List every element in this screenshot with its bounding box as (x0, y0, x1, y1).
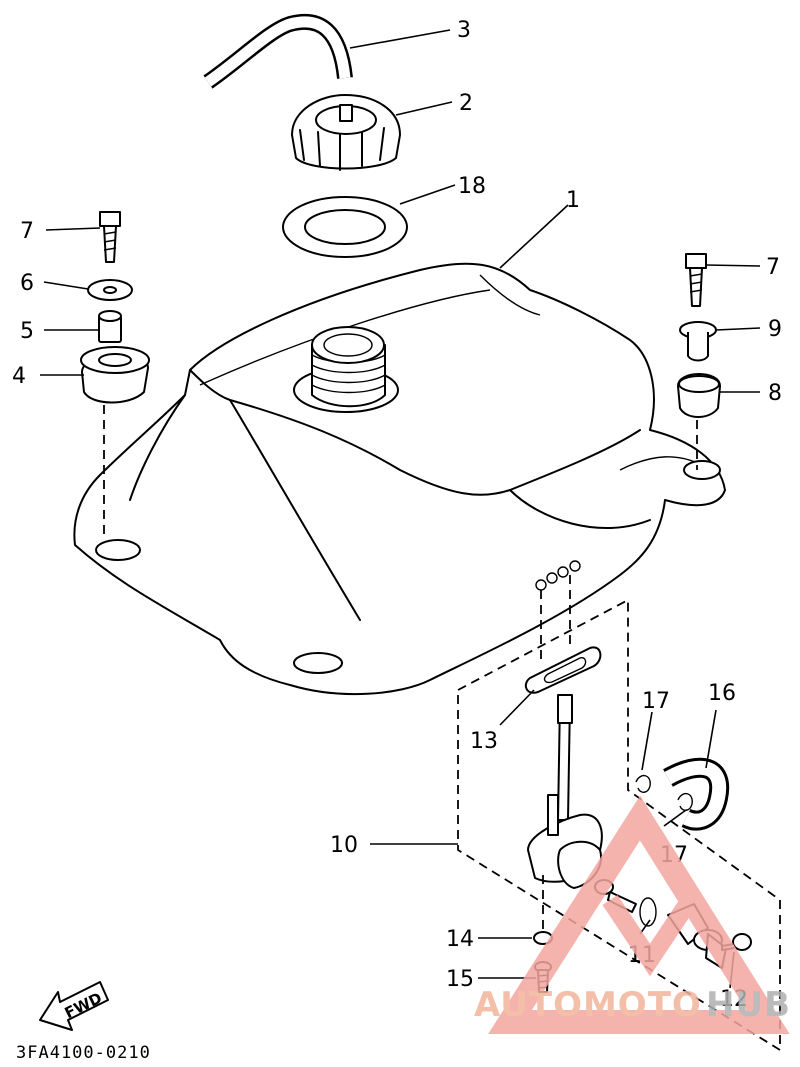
watermark-triangle (488, 795, 790, 1034)
watermark-text-automoto: AUTOMOTO (474, 985, 702, 1025)
callout-14: 14 (446, 927, 474, 952)
watermark-triangle-inner (602, 895, 698, 977)
fuel-tank (73, 262, 726, 696)
callout-10: 10 (330, 833, 358, 858)
callout-13: 13 (470, 729, 498, 754)
callout-17-top: 17 (642, 689, 670, 714)
watermark-text-hub: HUB (706, 985, 791, 1025)
callout-9: 9 (768, 317, 782, 342)
callout-7-left: 7 (20, 219, 34, 244)
forward-arrow: FWD (39, 981, 109, 1031)
left-mount-hardware (80, 211, 150, 540)
callout-5: 5 (20, 319, 34, 344)
callout-15: 15 (446, 967, 474, 992)
callout-numbers: 3 2 18 1 7 6 5 4 7 9 8 10 13 17 16 17 11… (12, 18, 782, 1012)
callout-18: 18 (458, 174, 486, 199)
callout-7-right: 7 (766, 255, 780, 280)
callout-16: 16 (708, 681, 736, 706)
callout-2: 2 (459, 91, 473, 116)
callout-1: 1 (566, 188, 580, 213)
breather-hose (203, 13, 353, 89)
callout-4: 4 (12, 364, 26, 389)
right-mount-hardware (677, 253, 721, 470)
diagram-code: 3FA4100-0210 (16, 1043, 151, 1063)
cap-gasket (282, 196, 408, 258)
fuel-cap (291, 94, 401, 171)
callout-3: 3 (457, 18, 471, 43)
callout-6: 6 (20, 271, 34, 296)
callout-8: 8 (768, 381, 782, 406)
watermark: AUTOMOTO HUB (474, 795, 791, 1034)
